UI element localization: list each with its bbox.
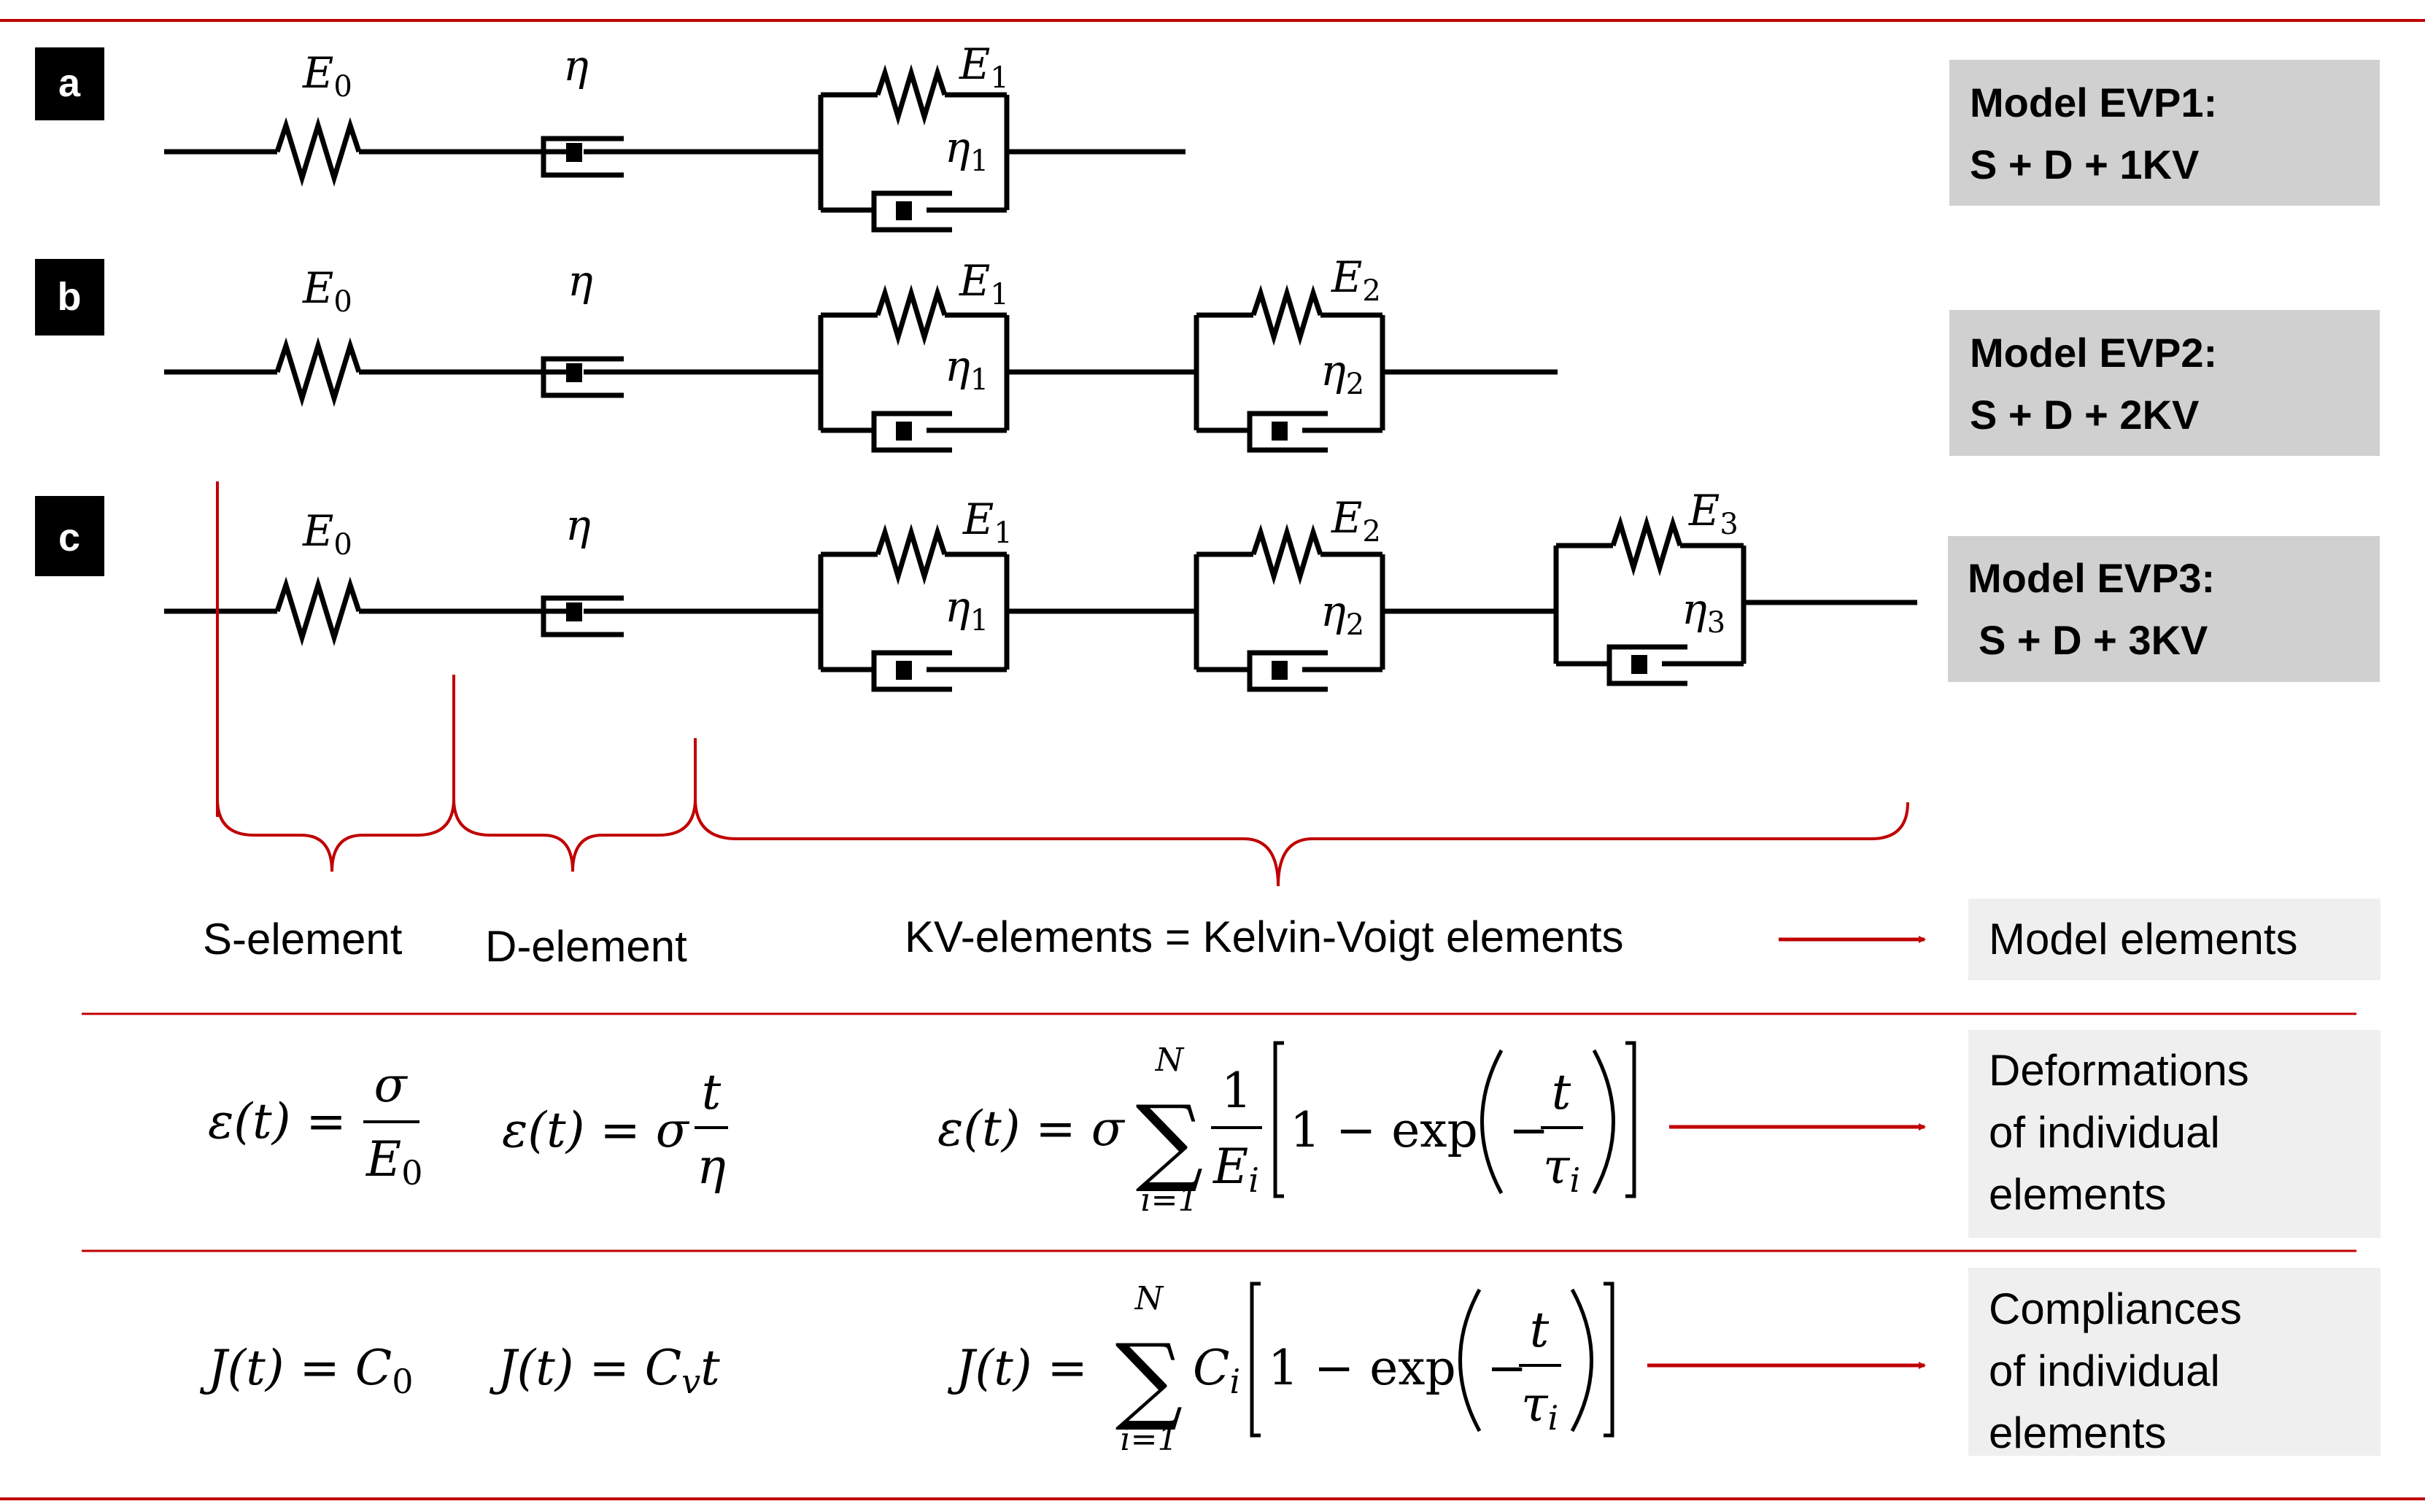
kv-elements-label: KV-elements = Kelvin-Voigt elements [905, 912, 1624, 961]
model-formula: S + D + 2KV [1970, 392, 2199, 438]
panel-b: b [35, 252, 2380, 456]
deformation-d-lhs: ε(t) = σ [502, 1102, 690, 1158]
model-title: Model EVP1: [1970, 80, 2217, 125]
row-label-line: of individual [1989, 1346, 2220, 1395]
row-label-box [1968, 899, 2380, 980]
deformation-d-den: η [697, 1139, 726, 1195]
row-label-model-elements: Model elements [1989, 915, 2298, 964]
minus: − [1487, 1340, 1527, 1396]
panel-letter-box [35, 496, 104, 576]
kv1-spring-label: E1 [959, 39, 1009, 95]
dashpot-label-eta: η [568, 256, 593, 306]
panel-letter: c [58, 516, 80, 559]
compliance-d: J(t) = Cvt [489, 1340, 720, 1401]
kv1-spring-label: E1 [962, 495, 1013, 550]
kv2-dashpot-label: η2 [1320, 586, 1364, 642]
kv1-dashpot-label: η1 [945, 582, 989, 637]
deformation-s-num: σ [374, 1057, 408, 1113]
inner-text: 1 − exp [1268, 1340, 1456, 1396]
minus: − [1509, 1102, 1549, 1158]
spring-label-E0: E0 [302, 506, 352, 562]
panel-letter: a [58, 61, 81, 105]
compliance-kv-lhs: J(t) = [947, 1340, 1088, 1396]
t-num: t [1530, 1302, 1550, 1358]
compliance-s: J(t) = C0 [199, 1340, 414, 1401]
model-title: Model EVP3: [1968, 555, 2215, 601]
row-label-line: Compliances [1989, 1284, 2242, 1333]
model-formula: S + D + 1KV [1970, 141, 2199, 187]
element-brackets [216, 481, 1909, 887]
t-num: t [1552, 1064, 1571, 1120]
panel-letter: b [58, 275, 82, 319]
model-box [1949, 60, 2380, 206]
deformation-kv-lhs: ε(t) = σ [937, 1101, 1126, 1157]
tau-den: τi [1543, 1139, 1580, 1200]
kv3-dashpot-label: η3 [1682, 584, 1725, 640]
spring-label-E0: E0 [302, 48, 352, 104]
dashpot-label-eta: η [563, 41, 589, 90]
elements-row: S-element D-element KV-elements = Kelvin… [203, 899, 2380, 980]
row-label-line: of individual [1989, 1108, 2220, 1157]
row-label-line: elements [1989, 1170, 2166, 1219]
model-box [1949, 310, 2380, 456]
panel-letter-box [35, 47, 104, 120]
kv1-dashpot-label: η1 [945, 123, 989, 178]
sum-upper: N [1134, 1280, 1164, 1317]
kv2-spring-label: E2 [1331, 252, 1381, 308]
row-label-line: Deformations [1989, 1046, 2249, 1095]
tau-den: τi [1521, 1376, 1558, 1438]
panel-a: a E0 η E1 η1 Model EVP1: S + D + 1KV [35, 39, 2380, 233]
dashpot-label-eta: η [565, 500, 591, 550]
row-label-box [1968, 1268, 2380, 1456]
deformation-s-lhs: ε(t) = [208, 1093, 347, 1149]
kv2-dashpot-label: η2 [1320, 346, 1364, 401]
model-formula: S + D + 3KV [1979, 617, 2208, 663]
kv1-dashpot-label: η1 [945, 341, 989, 397]
model-title: Model EVP2: [1970, 330, 2217, 376]
deformations-row: ε(t) = σ E0 ε(t) = σ t η ε(t) = σ N ∑ i=… [208, 1030, 2380, 1238]
row-label-line: elements [1989, 1408, 2166, 1457]
sum-lower: i=1 [1121, 1421, 1178, 1458]
sum-lower: i=1 [1141, 1182, 1199, 1219]
coef-C: Ci [1193, 1340, 1240, 1401]
row-label-box [1968, 1030, 2380, 1238]
model-box [1948, 536, 2380, 682]
kv2-spring-label: E2 [1331, 493, 1381, 548]
kv3-spring-label: E3 [1688, 486, 1739, 541]
sum-upper: N [1155, 1042, 1185, 1079]
panel-letter-box [35, 259, 104, 336]
compliances-row: J(t) = C0 J(t) = Cvt J(t) = N ∑ i=1 Ci 1… [199, 1268, 2380, 1458]
sum-sign: ∑ [1136, 1085, 1204, 1195]
sum-sign: ∑ [1115, 1323, 1183, 1434]
deformation-s-den: E0 [366, 1131, 422, 1193]
d-element-label: D-element [485, 922, 687, 971]
kv1-spring-label: E1 [959, 256, 1009, 311]
spring-label-E0: E0 [302, 263, 352, 319]
panel-c: c [35, 486, 2380, 692]
inner-text: 1 − exp [1290, 1102, 1478, 1158]
s-element-label: S-element [203, 915, 403, 964]
deformation-d-num: t [702, 1064, 722, 1120]
frac-den: Ei [1212, 1139, 1259, 1200]
frac-num: 1 [1221, 1063, 1252, 1119]
